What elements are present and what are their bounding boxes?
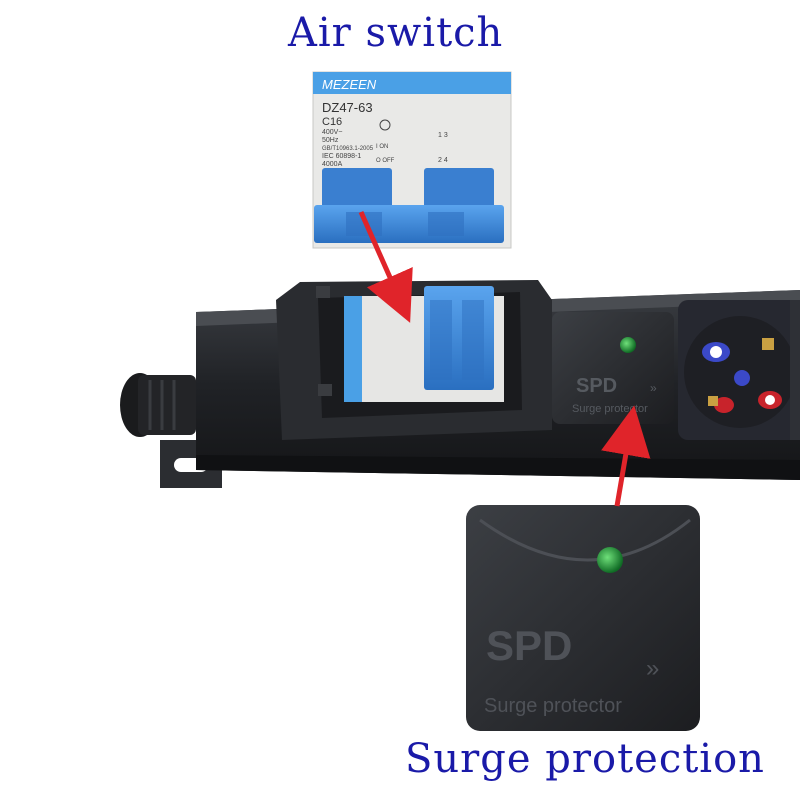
- chevrons-icon: »: [650, 381, 657, 395]
- breaker-frequency: 50Hz: [322, 137, 339, 144]
- breaker-terminals-top: 1 3: [438, 132, 448, 139]
- breaker-housing: [276, 280, 552, 440]
- breaker-brand: MEZEEN: [322, 77, 377, 92]
- spd-small-subtitle: Surge protector: [572, 403, 648, 415]
- breaker-voltage: 400V~: [322, 129, 342, 136]
- caption-surge-protection: Surge protection: [405, 736, 765, 782]
- chevrons-large-icon: »: [646, 655, 659, 682]
- breaker-standard-2: IEC 60898-1: [322, 153, 361, 160]
- breaker-on-label: I ON: [376, 144, 388, 150]
- arrow-to-breaker-icon: [358, 210, 413, 323]
- breaker-capacity: 4000A: [322, 161, 343, 168]
- breaker-standard-1: GB/T10963.1-2005: [322, 146, 374, 152]
- breaker-handle: [314, 205, 504, 243]
- spd-large-title: SPD: [486, 622, 572, 669]
- breaker-terminals-bottom: 2 4: [438, 157, 448, 164]
- spd-module-small: SPD » Surge protector: [552, 312, 674, 424]
- breaker-off-label: O OFF: [376, 158, 395, 164]
- spd-large-subtitle: Surge protector: [484, 695, 622, 717]
- indicator-led-large-icon: [597, 547, 623, 573]
- breaker-rating: C16: [322, 116, 342, 128]
- breaker-model: DZ47-63: [322, 100, 373, 115]
- spd-small-title: SPD: [576, 375, 617, 397]
- indicator-led-icon: [620, 337, 636, 353]
- arrow-to-spd-icon: [601, 405, 651, 507]
- spd-module-large: SPD » Surge protector: [466, 505, 700, 731]
- air-switch-module: MEZEEN DZ47-63 C16 400V~ 50Hz GB/T10963.…: [312, 71, 512, 249]
- socket-outlet: [678, 300, 800, 440]
- caption-air-switch: Air switch: [288, 10, 504, 56]
- ccc-mark-icon: [379, 119, 391, 131]
